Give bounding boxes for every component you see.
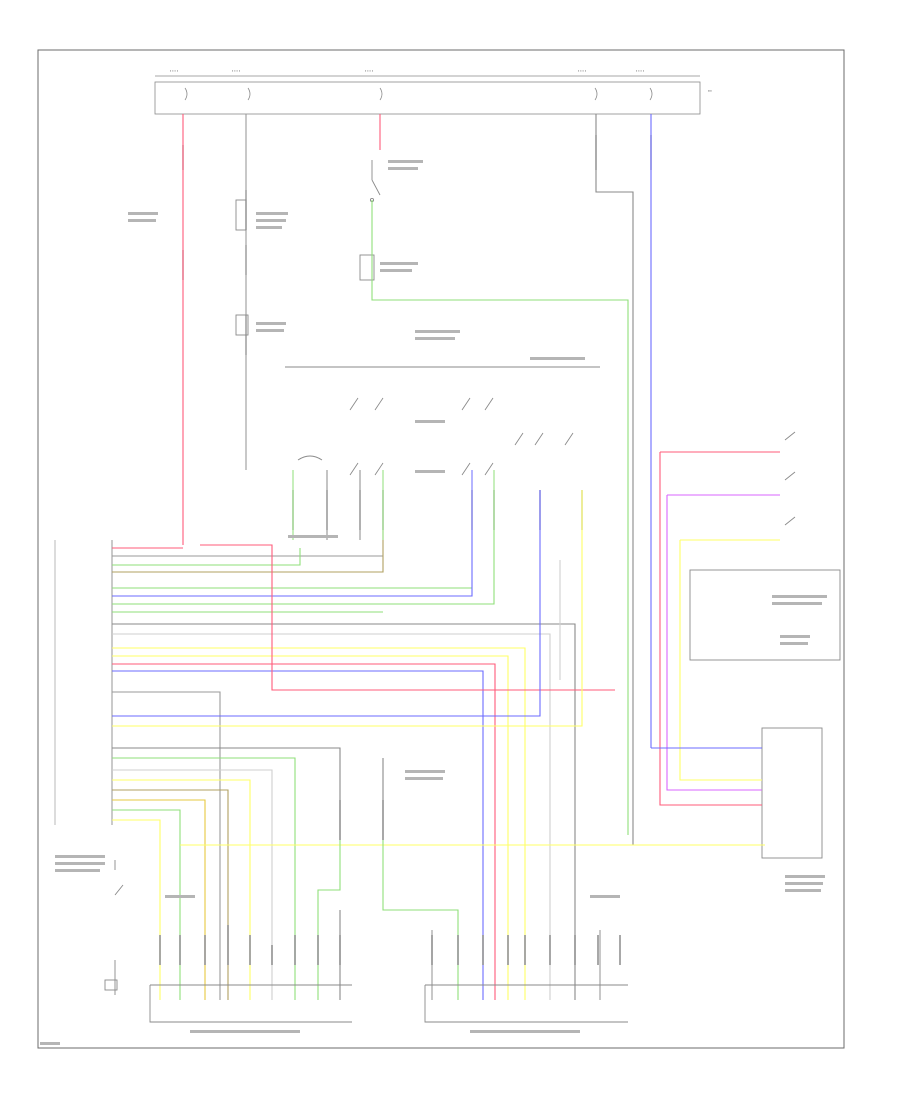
svg-text:▪ ▪ ▪ ▪: ▪ ▪ ▪ ▪: [170, 69, 178, 73]
switch-drops: [292, 470, 495, 540]
ecu-harness-wires: [112, 490, 765, 1000]
retract-switches: [689, 431, 841, 859]
green-relay-run: [371, 200, 629, 835]
left-remote-mirror-connector: [424, 984, 628, 1023]
fuse-box-tiny-labels: ▪ ▪ ▪ ▪ ▪ ▪ ▪ ▪ ▪ ▪ ▪ ▪ ▪ ▪ ▪ ▪ ▪ ▪ ▪ ▪ …: [170, 69, 712, 93]
diagram-frame: [37, 49, 845, 1049]
fuse-box: [154, 75, 701, 115]
bottom-connector-pins: [159, 925, 621, 965]
svg-text:▪ ▪ ▪ ▪: ▪ ▪ ▪ ▪: [365, 69, 373, 73]
right-side-colored-runs: [651, 451, 780, 806]
tiny-label-marks: [40, 160, 827, 1045]
door-lock-switch: [235, 160, 600, 368]
svg-text:▪ ▪ ▪ ▪: ▪ ▪ ▪ ▪: [636, 69, 644, 73]
right-remote-mirror-connector: [149, 984, 352, 1023]
left-lower-switch: [104, 860, 124, 995]
mirror-select-switches: [297, 397, 574, 476]
left-ecu-connector: [54, 540, 113, 825]
connector-ticks: [182, 135, 652, 840]
svg-text:▪ ▪ ▪ ▪: ▪ ▪ ▪ ▪: [232, 69, 240, 73]
fuse-feeds: [182, 114, 652, 845]
svg-text:▪▪▪: ▪▪▪: [708, 89, 712, 93]
svg-text:▪ ▪ ▪ ▪: ▪ ▪ ▪ ▪: [578, 69, 586, 73]
